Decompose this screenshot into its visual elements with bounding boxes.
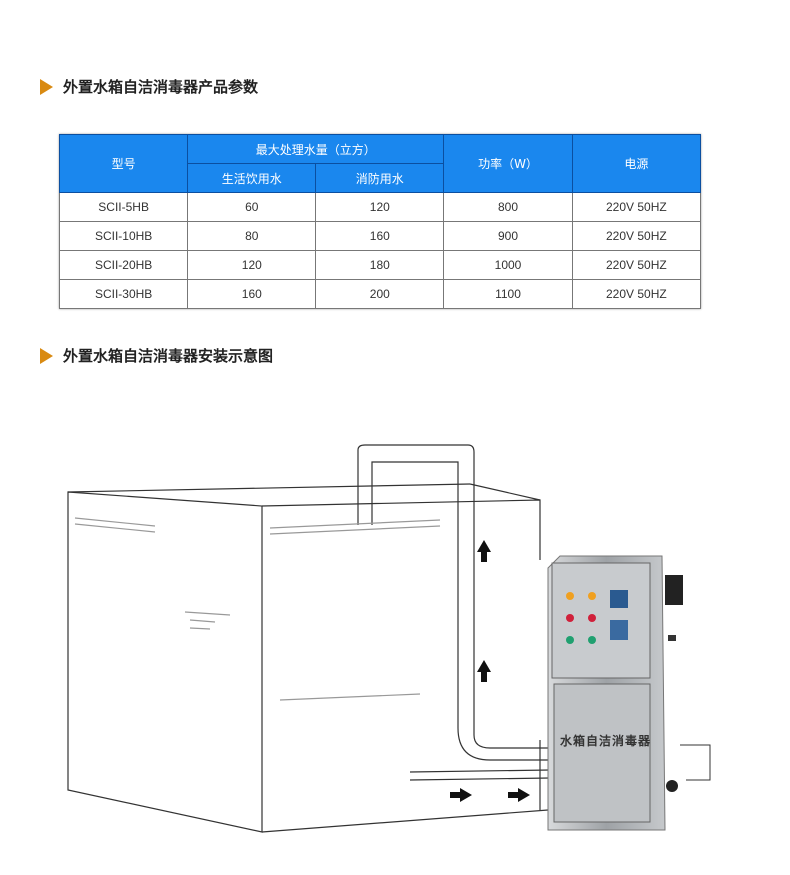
pipe-outer [357,444,550,749]
header-fire: 消防用水 [315,163,445,193]
section-heading-params: 外置水箱自洁消毒器产品参数 [40,76,258,97]
cell-supply: 220V 50HZ [571,192,702,222]
cell-power: 800 [443,192,573,222]
pipe-inner [371,461,550,761]
triangle-bullet-icon [40,78,53,95]
tank-front-top [261,499,541,560]
tank-side-face [67,491,263,833]
arrow-right-icon [508,788,530,802]
params-table: 型号 最大处理水量（立方） 功率（W） 电源 生活饮用水 消防用水 SCII-5… [58,134,702,309]
heading-text: 外置水箱自洁消毒器产品参数 [63,78,259,96]
cell-drinking: 160 [187,279,317,309]
header-power: 功率（W） [443,134,573,193]
arrow-right-icon [450,788,472,802]
device-label: 水箱自洁消毒器 [560,734,652,748]
cell-power: 1100 [443,279,573,309]
cell-power: 1000 [443,250,573,280]
header-drinking: 生活饮用水 [187,163,317,193]
header-model: 型号 [58,134,189,193]
cell-model: SCII-5HB [58,192,189,222]
cell-fire: 180 [315,250,445,280]
cell-drinking: 120 [187,250,317,280]
cell-supply: 220V 50HZ [571,279,702,309]
arrow-up-icon [477,660,491,682]
header-supply: 电源 [571,134,702,193]
disinfector-machine [547,555,711,831]
arrow-up-icon [477,540,491,562]
header-capacity: 最大处理水量（立方） [187,134,445,164]
triangle-bullet-icon [40,347,53,364]
flow-arrows [450,540,530,802]
cell-fire: 200 [315,279,445,309]
cell-model: SCII-20HB [58,250,189,280]
cell-drinking: 80 [187,221,317,251]
cell-model: SCII-30HB [58,279,189,309]
heading-text: 外置水箱自洁消毒器安装示意图 [63,347,274,365]
section-heading-install: 外置水箱自洁消毒器安装示意图 [40,345,273,366]
